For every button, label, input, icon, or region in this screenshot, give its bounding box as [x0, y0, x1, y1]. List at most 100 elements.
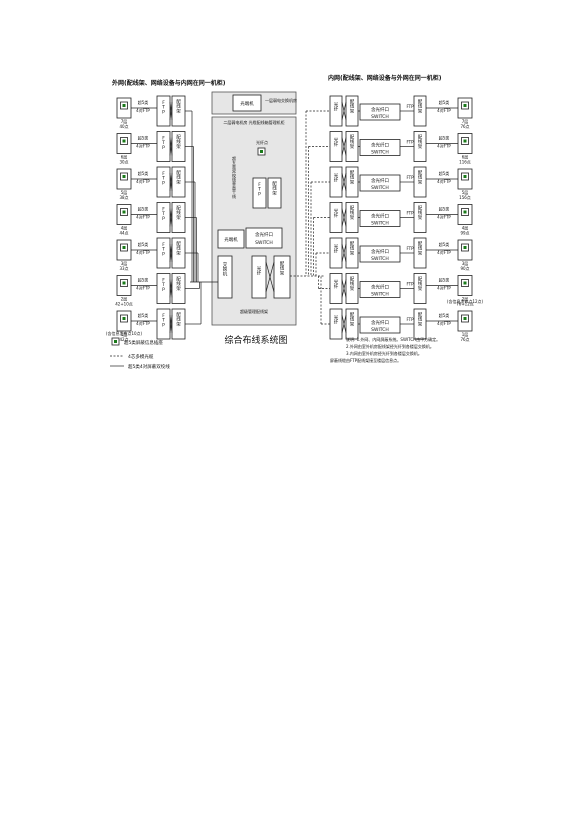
- ftp-patch-box: [156, 131, 171, 162]
- ftp-jumper-label: FTP: [406, 246, 414, 251]
- cross-line: [169, 101, 173, 121]
- outlet-icon: [461, 208, 469, 216]
- center-switch-label1: 含光纤口: [255, 231, 273, 238]
- ftp-jumper-label: FTP: [406, 211, 414, 216]
- cross-line: [341, 208, 347, 227]
- cross-line: [169, 279, 173, 298]
- right-switch-label2: SWITCH: [371, 327, 389, 333]
- right-floor-row: 光纤配线架光纤跳线含光纤口SWITCHFTP配线架超5类4对FTP5层156点: [310, 166, 473, 276]
- right-switch-label2: SWITCH: [371, 150, 389, 156]
- right-switch-label1: 含光纤口: [371, 142, 389, 149]
- center-low-box-b-label: 光纤: [257, 265, 262, 277]
- right-floor-row: 光纤配线架光纤跳线含光纤口SWITCHFTP配线架超5类4对FTP4层99点: [313, 202, 473, 276]
- center-low-box-a-label: 交换机: [223, 261, 228, 277]
- floor-count: 76点: [460, 123, 469, 129]
- cross-line: [341, 314, 347, 334]
- right-switch-label2: SWITCH: [371, 256, 389, 262]
- right-fiber-box: [329, 95, 343, 127]
- center-fiber-modem: [217, 229, 245, 249]
- outlet-icon: [120, 279, 128, 287]
- right-patch-label-2: 配线架: [418, 206, 423, 221]
- ftp-patch-box: [156, 95, 171, 127]
- floor-name: 5层: [462, 189, 469, 195]
- cable-label: 4对FTP: [136, 107, 150, 113]
- floor-count: 38点: [119, 194, 128, 200]
- floor-name: 3层: [462, 260, 469, 266]
- patch-panel-label: 配线架: [176, 99, 181, 114]
- right-fiber-label: 光纤: [334, 314, 339, 326]
- floor-name: 1层: [121, 331, 128, 337]
- right-floor-row: 光纤配线架光纤跳线含光纤口SWITCHFTP配线架超5类4对FTP6层116点: [308, 131, 473, 276]
- outlet-icon: [461, 101, 469, 110]
- outlet-icon: [461, 279, 469, 287]
- outlet-icon: [120, 208, 128, 216]
- cross-line: [169, 314, 173, 334]
- floor-count: 76点: [460, 336, 469, 342]
- ftp-jumper-label: FTP: [406, 282, 414, 287]
- upper-office-label: 一层弱电交换机房: [265, 97, 297, 103]
- fiber-outlet-icon: [257, 147, 266, 156]
- floor-count: 30点: [119, 159, 128, 165]
- right-fiber-box: [329, 202, 343, 233]
- right-switch-box: [359, 281, 401, 298]
- right-patch-box-2: [413, 95, 427, 127]
- cable-label: 超5类: [439, 312, 450, 318]
- outlet-icon: [120, 172, 128, 181]
- floor-count: 42点: [119, 336, 128, 342]
- ftp-patch-box: [156, 308, 171, 340]
- right-patch-label: 配线架: [350, 170, 355, 185]
- cross-line: [341, 101, 347, 121]
- cable-label: 超5类: [439, 170, 450, 176]
- outlet-icon: [120, 137, 128, 145]
- cable-label: 超5类: [439, 135, 450, 141]
- floor-count: 33点: [119, 265, 128, 271]
- floor-count: 99点: [460, 230, 469, 236]
- floor-name: 2层: [121, 296, 128, 302]
- cable-label: 超5类: [439, 277, 450, 283]
- right-patch-box-2: [413, 273, 427, 304]
- cross-line: [169, 243, 173, 263]
- right-fiber-label: 光纤: [334, 101, 339, 113]
- cable-label: 4对FTP: [437, 214, 451, 220]
- left-title: 外网(配线架、网络设备与内网在同一机柜): [111, 79, 226, 87]
- right-switch-label1: 含光纤口: [371, 213, 389, 220]
- right-patch-box-2: [413, 237, 427, 269]
- cross-line: [169, 137, 173, 156]
- note-line-3: 3.内网由室外机房经光纤到各楼层交换机。: [346, 350, 422, 356]
- patch-panel-label: 配线架: [176, 206, 181, 221]
- right-floor-row: 光纤配线架光纤跳线含光纤口SWITCHFTP配线架超5类4对FTP2层76+12…: [318, 273, 474, 307]
- floor-name: 6层: [462, 154, 469, 160]
- cable-label: 4对FTP: [136, 143, 150, 149]
- right-switch-label1: 含光纤口: [371, 319, 389, 326]
- right-patch-label: 配线架: [350, 99, 355, 114]
- right-fiber-box: [329, 237, 343, 269]
- cross-line: [169, 208, 173, 227]
- outlet-icon: [120, 243, 128, 252]
- center-switch: [245, 227, 283, 249]
- cross-line: [341, 279, 347, 298]
- right-switch-box: [359, 103, 401, 121]
- legend-outlet-icon: [111, 337, 120, 346]
- ftp-jumper-label: FTP: [406, 317, 414, 322]
- right-patch-label: 配线架: [350, 135, 355, 150]
- ftp-jumper-label: FTP: [406, 175, 414, 180]
- room-caption: 二层弱电机房 光缆配线箱管理机柜: [223, 119, 284, 125]
- right-switch-label1: 含光纤口: [371, 248, 389, 255]
- center-patch-label: 配线架: [272, 181, 277, 196]
- floor-name: 4层: [121, 225, 128, 231]
- floor-count: 116点: [459, 159, 471, 165]
- cross-line: [341, 243, 347, 263]
- right-patch-box-2: [413, 131, 427, 162]
- note-line-4: 屏蔽线缆由FTP配线架接至楼层信息点。: [330, 357, 401, 363]
- center-switch-label2: SWITCH: [255, 240, 273, 246]
